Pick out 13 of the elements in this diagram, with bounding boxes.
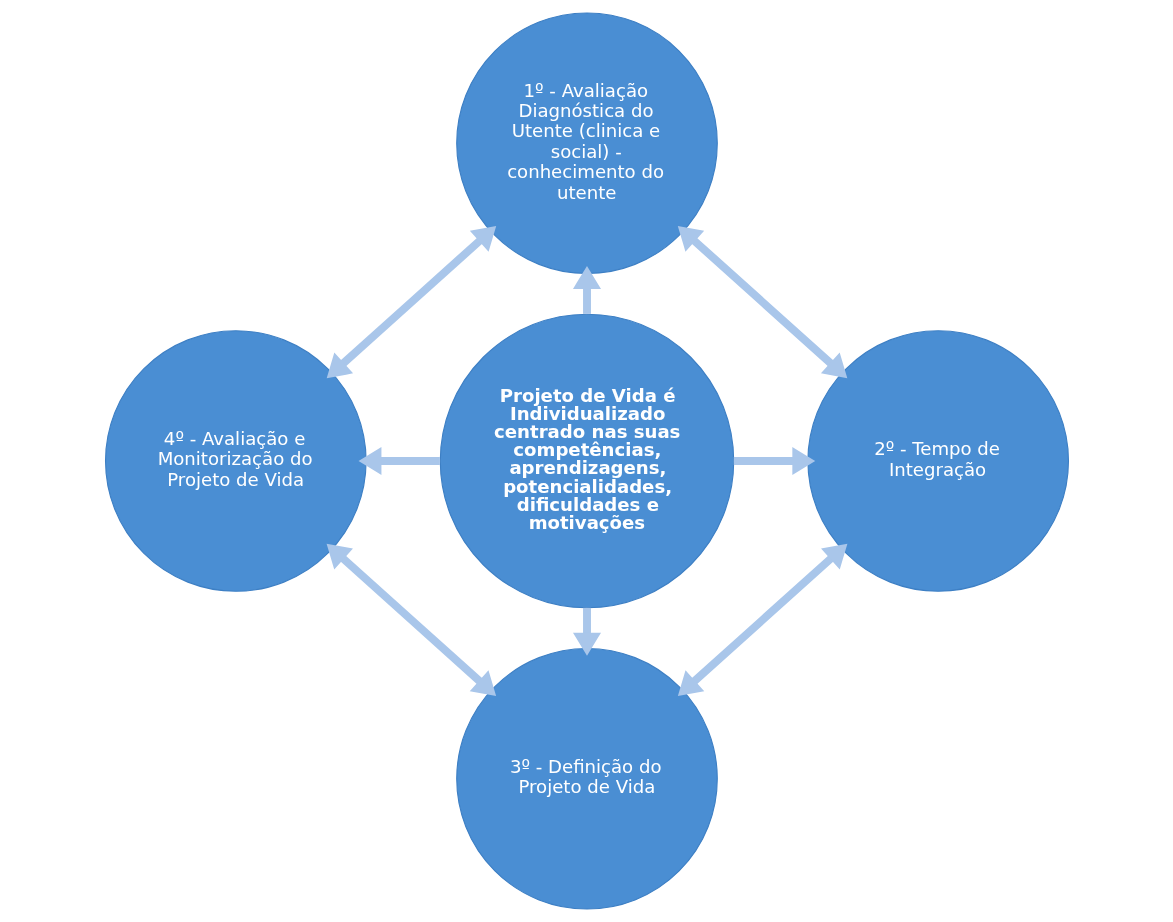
node-circle: 3º - Definição do Projeto de Vida xyxy=(455,647,718,910)
node-circle: 2º - Tempo de Integração xyxy=(806,330,1069,592)
arrow xyxy=(677,225,847,379)
arrow xyxy=(572,607,601,656)
node-circle: 4º - Avaliação e Monitorização do Projeto de Vida xyxy=(104,330,367,592)
node-circle: 1º - Avaliação Diagnóstica do Utente (clinica e social) - conhecimento do utente xyxy=(455,12,718,275)
arrow xyxy=(358,446,440,475)
arrow xyxy=(572,266,601,314)
arrow xyxy=(326,225,496,379)
arrow xyxy=(326,543,496,696)
node-circle: Projeto de Vida é Individualizado centrado nas suas competências, aprendizagens, potencialidades, dificuldades e motivações xyxy=(439,313,734,609)
arrow xyxy=(677,543,847,696)
arrow xyxy=(733,447,815,475)
